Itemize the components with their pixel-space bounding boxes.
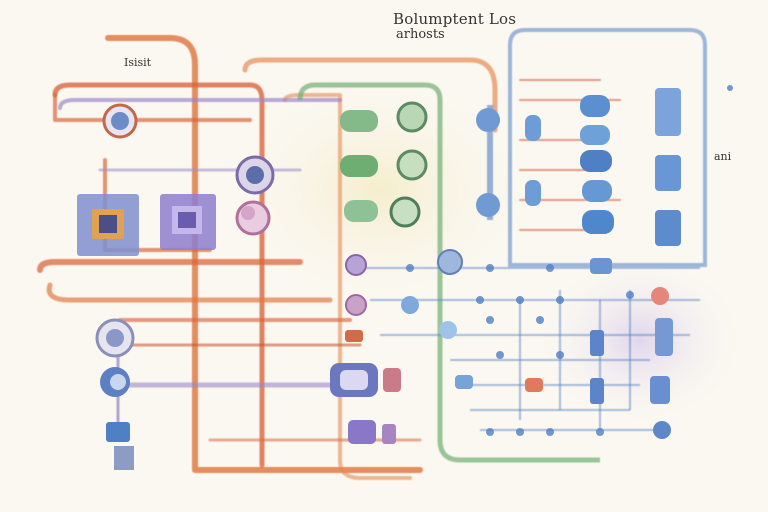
valve-l3-core: [241, 206, 255, 220]
dev-lower-violet: [348, 420, 376, 444]
dot-16: [727, 85, 733, 91]
panel-r1: [655, 88, 681, 136]
dot-15: [596, 428, 604, 436]
valve-lower-r: [653, 421, 671, 439]
valve-mid-2: [345, 294, 367, 316]
dev-r6: [525, 115, 541, 141]
dot-10: [496, 351, 504, 359]
panel-r2: [655, 155, 681, 191]
pipe-top-span: [242, 57, 498, 133]
dot-12: [486, 428, 494, 436]
dev-r2: [580, 125, 610, 145]
valve-mid-10: [651, 287, 669, 305]
lower-devices: [330, 249, 673, 444]
frames: [297, 28, 707, 463]
center-wash: [210, 60, 550, 320]
panel-lower-r2: [650, 376, 670, 404]
panel-lower-r: [655, 318, 673, 356]
small-fittings: [406, 85, 733, 436]
module-left-2-inner: [178, 212, 196, 228]
pipe-top-orange: [105, 35, 423, 473]
dot-4: [476, 296, 484, 304]
dev-lower-main-screen: [340, 370, 368, 390]
right-blue-devices: [476, 88, 681, 246]
capsule-g2: [340, 155, 378, 177]
blue-horizontals: [360, 267, 700, 431]
pipe-left-loop: [52, 82, 265, 468]
valve-l4-core: [106, 329, 124, 347]
dot-9: [536, 316, 544, 324]
dev-lower-violet-2: [382, 424, 396, 444]
red-pipes: [37, 35, 621, 480]
dev-lower-r3: [590, 330, 604, 356]
pipe-violet-top: [58, 98, 342, 110]
dev-r3: [580, 150, 612, 172]
valve-mid-3: [345, 330, 363, 342]
valve-mid-1: [345, 254, 367, 276]
left-tag-label: Isisit: [124, 56, 152, 69]
dev-r5: [582, 210, 614, 234]
gauge-c1: [396, 101, 428, 133]
valve-r-top: [476, 108, 500, 132]
right-tag-label: ani: [714, 150, 732, 163]
dev-lower-pink: [383, 368, 401, 392]
diagram-title-line2: arhosts: [396, 27, 445, 42]
right-purple-wash: [530, 250, 750, 430]
valve-r-mid: [476, 193, 500, 217]
dot-14: [546, 428, 554, 436]
pipe-left-lower: [53, 93, 252, 122]
valve-mid-5: [437, 249, 463, 275]
valve-mid-9: [590, 258, 612, 274]
pipe-mid-left-2: [46, 282, 333, 303]
dev-r7: [525, 180, 541, 206]
dot-7: [626, 291, 634, 299]
dev-lower-r4: [590, 378, 604, 404]
dot-11: [556, 351, 564, 359]
gauge-c2: [396, 149, 428, 181]
gauge-c3: [389, 196, 421, 228]
valve-mid-6: [439, 321, 457, 339]
valve-mid-7: [455, 375, 473, 389]
green-frame: [297, 82, 600, 463]
valve-mid-8: [525, 378, 543, 392]
capsule-g1: [340, 110, 378, 132]
left-valves: [95, 103, 275, 470]
dev-r1: [580, 95, 610, 117]
pipe-mid-left: [37, 259, 303, 273]
pipe-right-red-ladder: [519, 79, 621, 231]
left-modules: [77, 194, 216, 256]
dot-1: [406, 264, 414, 272]
pipe-center-loop: [283, 93, 412, 480]
valve-mid-4: [401, 296, 419, 314]
dot-2: [486, 264, 494, 272]
dot-13: [516, 428, 524, 436]
right-blue-frame: [508, 28, 707, 267]
valve-l3: [235, 200, 271, 236]
capsule-g3: [344, 200, 378, 222]
dot-3: [546, 264, 554, 272]
valve-l2-core: [246, 166, 264, 184]
panel-r3: [655, 210, 681, 246]
module-left-1-inner: [99, 215, 117, 233]
dot-8: [486, 316, 494, 324]
green-capsules: [340, 101, 428, 228]
pump-bottom-left: [106, 422, 130, 442]
diagram-title-line1: Bolumptent Los: [393, 10, 517, 28]
valve-l5-core: [110, 374, 126, 390]
dot-6: [556, 296, 564, 304]
dev-r4: [582, 180, 612, 202]
valve-l1-core: [111, 112, 129, 130]
dot-5: [516, 296, 524, 304]
pump-bottom-left-base: [114, 446, 134, 470]
